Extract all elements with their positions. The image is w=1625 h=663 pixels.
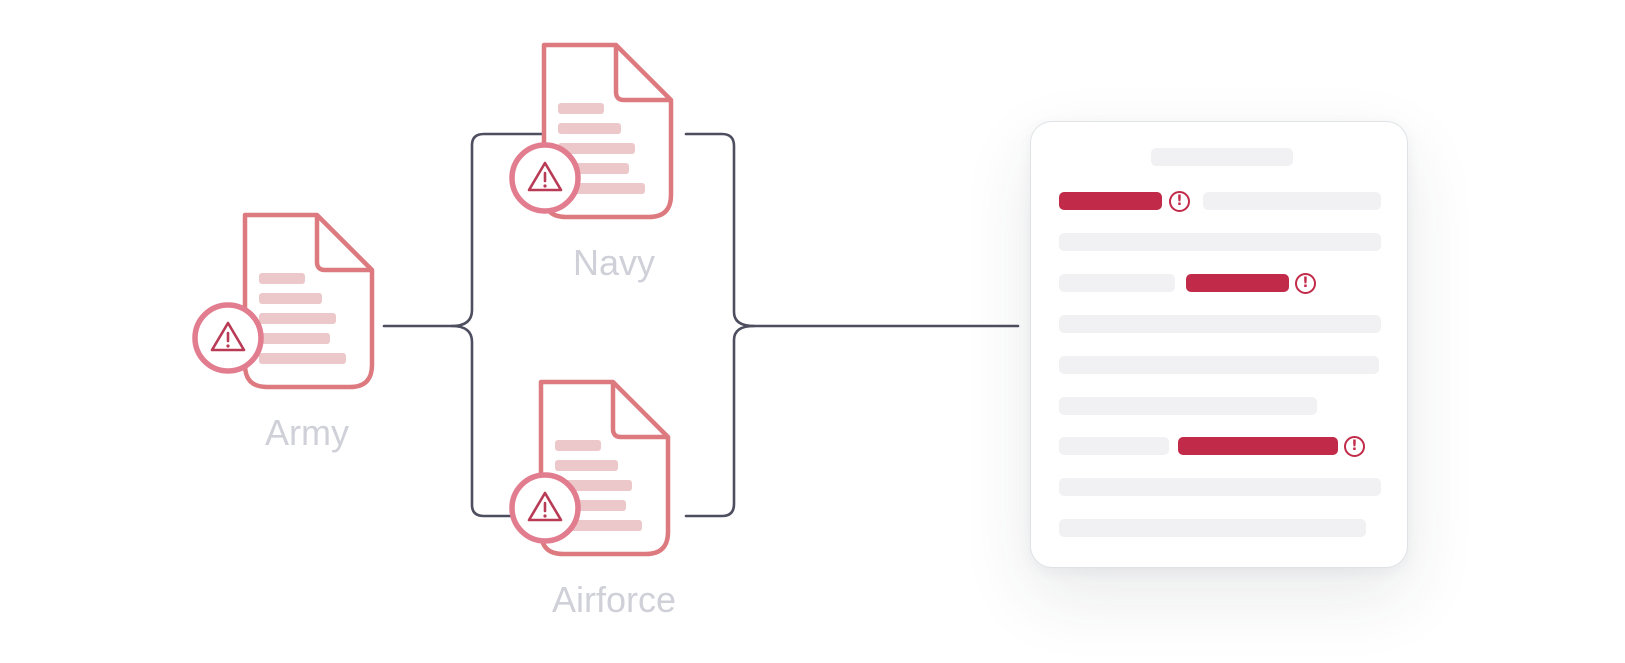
source-airforce: Airforce	[512, 382, 676, 620]
field-placeholder	[1059, 478, 1381, 496]
document-title-placeholder	[1151, 148, 1293, 166]
field-placeholder	[1059, 437, 1169, 455]
field-placeholder	[1059, 274, 1175, 292]
document-icon	[245, 215, 372, 387]
error-field	[1186, 274, 1289, 292]
source-army: Army	[195, 215, 372, 453]
field-placeholder	[1059, 356, 1379, 374]
source-navy: Navy	[512, 45, 671, 283]
navy-to-merge-connector	[684, 132, 1020, 328]
error-field	[1059, 192, 1162, 210]
warning-triangle-icon	[512, 475, 578, 541]
exclamation-circle-icon: !	[1169, 191, 1190, 212]
warning-triangle-icon	[195, 305, 261, 371]
field-placeholder	[1059, 315, 1381, 333]
army-connector	[382, 132, 550, 328]
exclamation-circle-icon: !	[1344, 436, 1365, 457]
army-airforce-connector	[450, 324, 550, 518]
source-label-navy: Navy	[573, 242, 655, 283]
field-placeholder	[1059, 233, 1381, 251]
field-placeholder	[1059, 397, 1317, 415]
field-placeholder	[1059, 519, 1366, 537]
field-placeholder	[1203, 192, 1381, 210]
warning-triangle-icon	[512, 145, 578, 211]
merged-document-card: ! ! !	[1030, 121, 1408, 568]
source-label-airforce: Airforce	[552, 579, 676, 620]
airforce-to-merge-connector	[684, 324, 756, 518]
exclamation-circle-icon: !	[1295, 273, 1316, 294]
error-field	[1178, 437, 1338, 455]
source-label-army: Army	[265, 412, 349, 453]
connector-lines	[382, 132, 1020, 518]
